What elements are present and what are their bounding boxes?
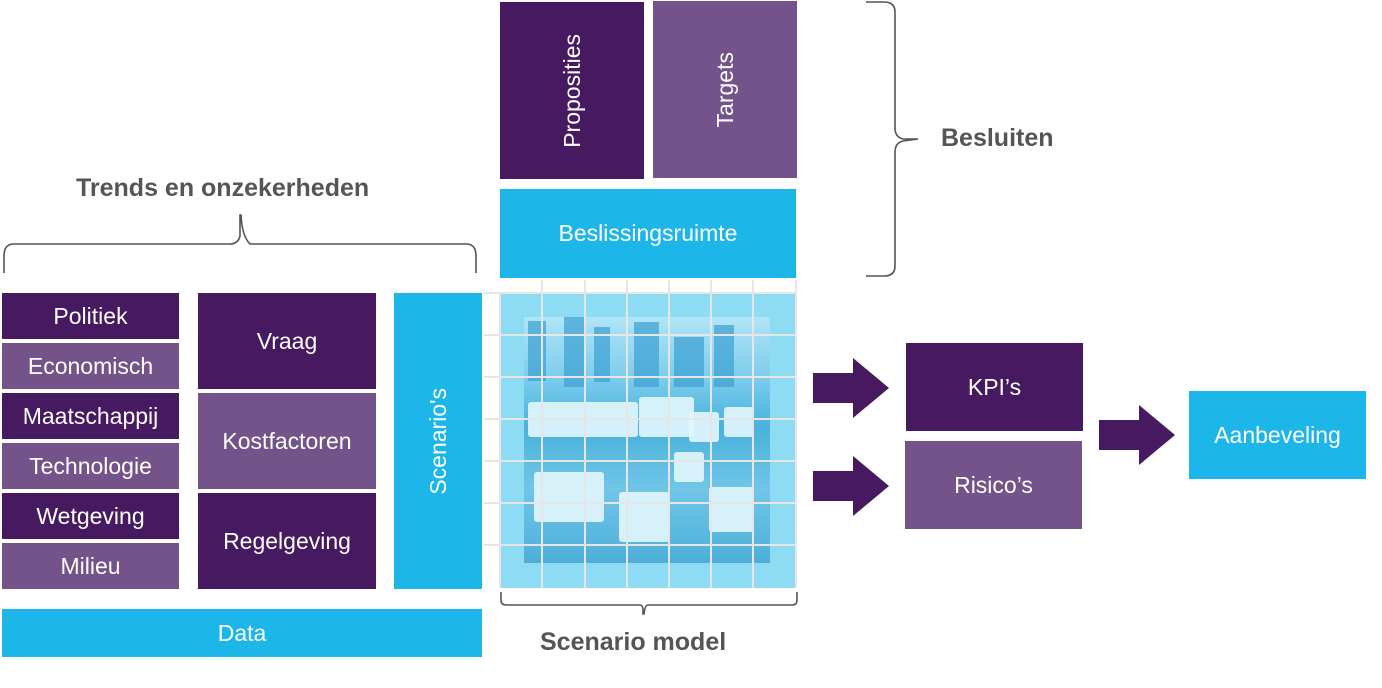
- trend-maatschappij: Maatschappij: [2, 393, 179, 439]
- risks-box: Risico’s: [905, 441, 1082, 529]
- building-shape: [594, 327, 610, 382]
- trend-technologie: Technologie: [2, 443, 179, 489]
- van-shape: [689, 412, 719, 442]
- factor-kostfactoren: Kostfactoren: [198, 393, 376, 489]
- data-bar: Data: [2, 609, 482, 657]
- van-shape: [724, 407, 754, 437]
- trend-wetgeving: Wetgeving: [2, 493, 179, 539]
- heading-decisions: Besluiten: [941, 124, 1054, 152]
- model-image: [524, 317, 770, 563]
- van-shape: [674, 452, 704, 482]
- heading-scenario-model: Scenario model: [540, 628, 727, 656]
- van-shape: [709, 487, 754, 532]
- truck-shape: [639, 397, 694, 437]
- heading-trends: Trends en onzekerheden: [76, 174, 370, 202]
- targets-box: Targets: [653, 1, 797, 178]
- arrow-to-recommendation-icon: [1099, 405, 1175, 465]
- building-shape: [674, 337, 704, 387]
- kpis-box: KPI’s: [906, 343, 1083, 431]
- scenarios-bar: Scenario's: [394, 293, 482, 589]
- trend-milieu: Milieu: [2, 543, 179, 589]
- trend-politiek: Politiek: [2, 293, 179, 339]
- trend-economisch: Economisch: [2, 343, 179, 389]
- truck-shape: [534, 472, 604, 522]
- factor-vraag: Vraag: [198, 293, 376, 389]
- propositions-box: Proposities: [500, 2, 644, 179]
- arrow-to-risks-icon: [813, 456, 889, 516]
- building-shape: [714, 325, 734, 387]
- recommendation-box: Aanbeveling: [1189, 391, 1366, 479]
- arrow-to-kpis-icon: [813, 358, 889, 418]
- decision-space-box: Beslissingsruimte: [500, 189, 796, 278]
- factor-regelgeving: Regelgeving: [198, 493, 376, 589]
